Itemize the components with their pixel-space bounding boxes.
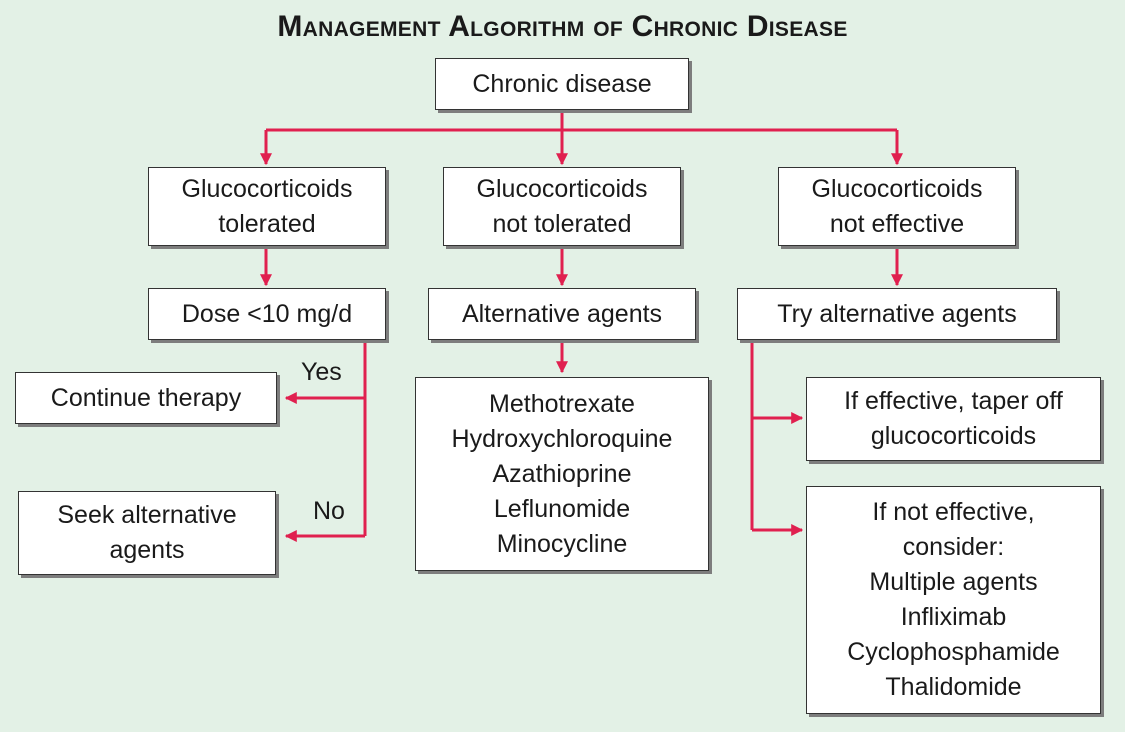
node-continue: Continue therapy — [15, 372, 277, 424]
node-seek: Seek alternative agents — [18, 491, 276, 575]
node-if-not-effective-line: If not effective, — [872, 498, 1035, 526]
node-if-effective-line: If effective, taper off — [844, 387, 1063, 415]
node-if-not-effective: If not effective, consider: Multiple age… — [806, 486, 1101, 714]
page-title: Management Algorithm of Chronic Disease — [277, 10, 848, 43]
node-tolerated-line: tolerated — [218, 209, 316, 238]
node-not-effective-line: Glucocorticoids — [811, 174, 983, 203]
node-agents-list: Methotrexate Hydroxychloroquine Azathiop… — [415, 377, 709, 571]
node-not-tolerated: Glucocorticoids not tolerated — [443, 167, 681, 246]
agent-item: Azathioprine — [492, 459, 632, 488]
node-not-effective: Glucocorticoids not effective — [778, 167, 1016, 246]
node-root-line: Chronic disease — [472, 69, 652, 98]
node-root: Chronic disease — [435, 58, 689, 110]
edge-label-yes: Yes — [301, 358, 342, 386]
node-not-effective-line: not effective — [829, 209, 965, 238]
node-alternative: Alternative agents — [428, 288, 696, 340]
node-seek-line: agents — [109, 536, 185, 564]
node-tolerated-line: Glucocorticoids — [181, 174, 353, 203]
node-try-alternative-line: Try alternative agents — [777, 299, 1017, 328]
node-if-not-effective-line: Infliximab — [900, 603, 1007, 631]
node-dose: Dose <10 mg/d — [148, 288, 386, 340]
node-if-effective: If effective, taper off glucocorticoids — [806, 377, 1101, 461]
agent-item: Minocycline — [496, 529, 628, 558]
agent-item: Leflunomide — [493, 494, 631, 523]
node-if-not-effective-line: Cyclophosphamide — [847, 638, 1060, 666]
node-if-not-effective-line: Multiple agents — [869, 568, 1038, 596]
agent-item: Methotrexate — [489, 389, 635, 418]
node-alternative-line: Alternative agents — [461, 299, 663, 328]
node-if-not-effective-line: consider: — [902, 533, 1005, 561]
node-dose-line: Dose <10 mg/d — [181, 299, 353, 328]
node-not-tolerated-line: Glucocorticoids — [476, 174, 648, 203]
node-tolerated: Glucocorticoids tolerated — [148, 167, 386, 246]
agent-item: Hydroxychloroquine — [451, 424, 673, 453]
node-if-effective-line: glucocorticoids — [870, 422, 1037, 450]
node-not-tolerated-line: not tolerated — [492, 209, 632, 238]
edge-label-no: No — [313, 497, 345, 525]
node-try-alternative: Try alternative agents — [737, 288, 1057, 340]
node-continue-line: Continue therapy — [50, 383, 242, 412]
node-if-not-effective-line: Thalidomide — [885, 673, 1022, 701]
node-seek-line: Seek alternative — [57, 501, 237, 529]
